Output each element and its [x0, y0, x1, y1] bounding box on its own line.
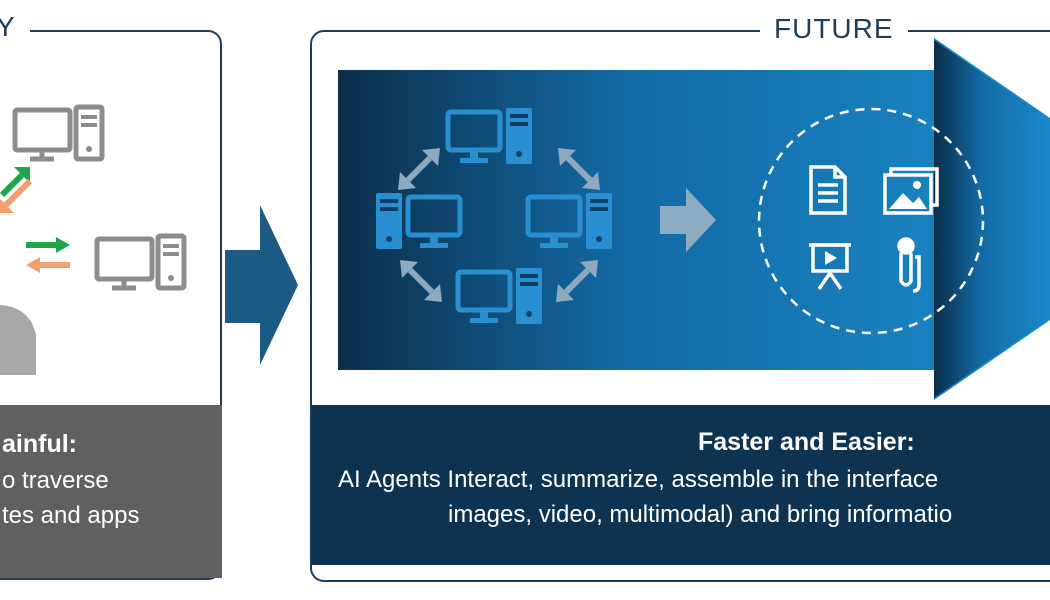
left-panel-illustration — [0, 104, 187, 375]
right-caption-title: Faster and Easier: — [698, 428, 915, 456]
person-icon — [0, 305, 36, 375]
left-caption-line-1: o traverse — [2, 467, 109, 494]
right-panel-title: FUTURE — [760, 14, 908, 44]
multimodal-circle — [757, 107, 985, 335]
right-caption-line-2: images, video, multimodal) and bring inf… — [448, 501, 953, 528]
desktop-computer-icon — [528, 193, 612, 249]
left-caption: ainful: o traverse tes and apps — [0, 405, 222, 578]
left-panel-title: Y — [0, 12, 30, 42]
right-caption: Faster and Easier: AI Agents Interact, s… — [312, 405, 1050, 565]
desktop-computer-icon — [458, 268, 542, 324]
transition-arrow — [225, 205, 298, 365]
sync-arrows-icon — [0, 167, 33, 213]
desktop-computer-icon — [94, 233, 187, 291]
document-icon — [809, 165, 847, 215]
desktop-computer-icon — [12, 104, 105, 162]
left-caption-title: ainful: — [2, 430, 77, 458]
microphone-icon — [897, 237, 921, 293]
desktop-computer-icon — [448, 108, 532, 164]
sync-arrows-icon — [26, 237, 70, 273]
sync-arrows-icon — [398, 148, 600, 302]
presentation-icon — [809, 243, 851, 290]
image-gallery-icon — [883, 167, 939, 215]
process-arrow — [660, 188, 716, 252]
computer-network — [370, 100, 630, 330]
left-caption-line-2: tes and apps — [2, 502, 140, 529]
desktop-computer-icon — [376, 193, 460, 249]
right-caption-line-1: AI Agents Interact, summarize, assemble … — [338, 466, 939, 493]
